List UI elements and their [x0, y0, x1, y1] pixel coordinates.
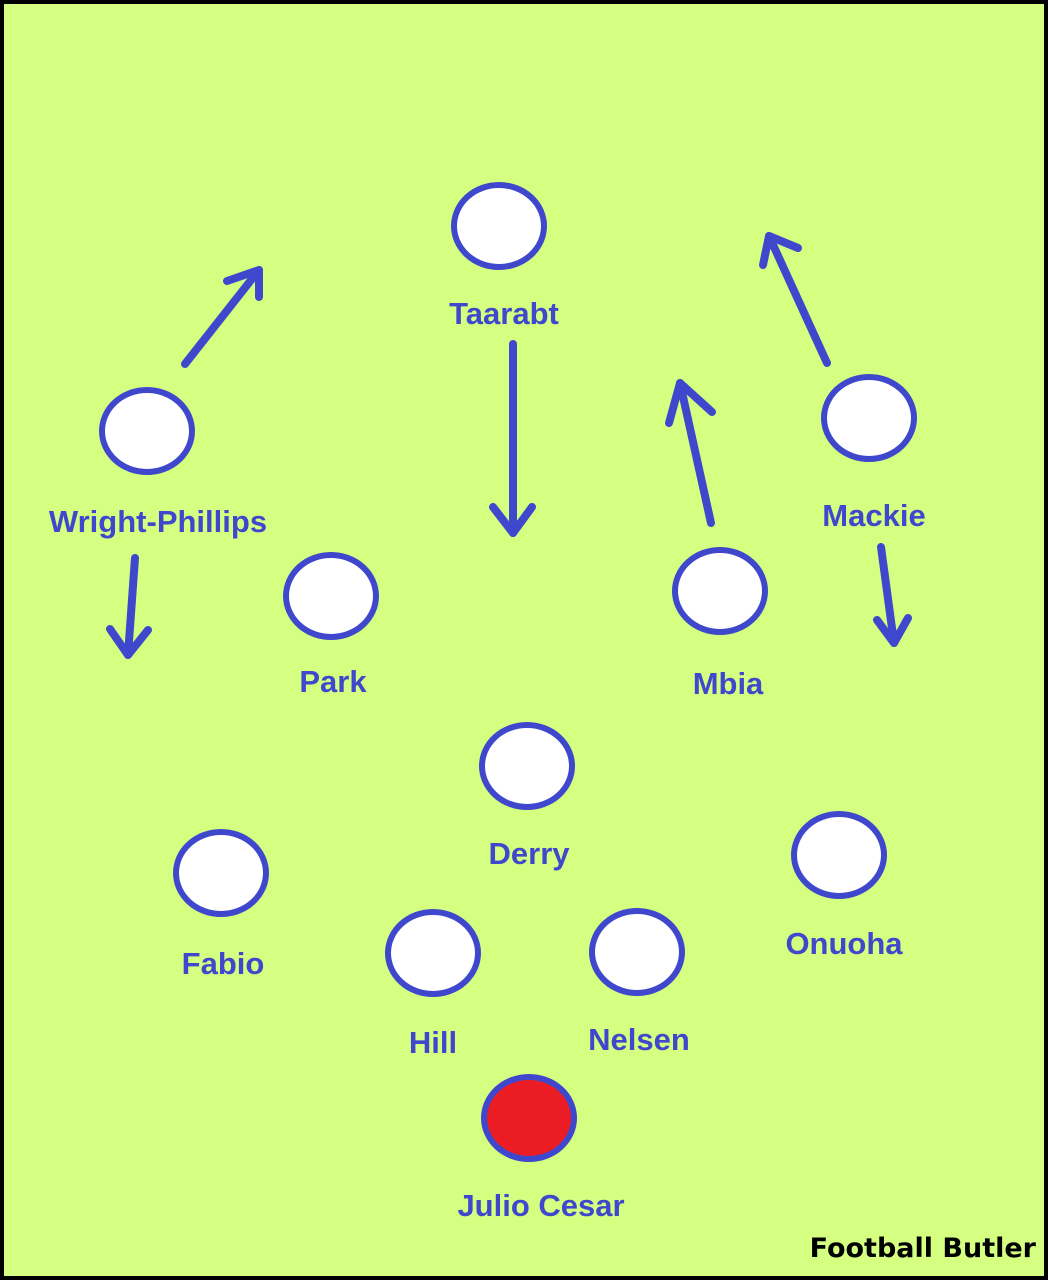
arrow-head: [759, 232, 802, 269]
player-marker: [672, 547, 768, 635]
arrow-head: [223, 266, 263, 301]
player-julio-cesar: Julio Cesar: [457, 1074, 625, 1223]
arrow-head: [489, 503, 536, 537]
player-onuoha: Onuoha: [785, 811, 903, 961]
player-marker: [821, 374, 917, 462]
player-marker: [385, 909, 481, 997]
player-mackie: Mackie: [821, 374, 926, 533]
player-marker: [99, 387, 195, 475]
arrow-head: [106, 625, 152, 659]
player-name-label: Park: [299, 664, 367, 699]
player-hill: Hill: [385, 909, 481, 1060]
arrow-taarabt-back-icon: [489, 340, 536, 537]
arrow-shaft: [877, 543, 898, 647]
player-name-label: Onuoha: [785, 926, 903, 961]
player-name-label: Wright-Phillips: [49, 504, 267, 539]
player-derry: Derry: [479, 722, 575, 871]
player-marker: [589, 908, 685, 996]
arrow-wright-phillips-forward-icon: [181, 266, 263, 368]
player-park: Park: [283, 552, 379, 699]
watermark-text: Football Butler: [810, 1233, 1037, 1264]
player-marker: [173, 829, 269, 917]
arrow-head: [665, 379, 716, 427]
player-name-label: Taarabt: [449, 296, 559, 331]
arrow-shaft: [124, 554, 139, 659]
player-mbia: Mbia: [672, 547, 768, 701]
arrow-mackie-forward-icon: [759, 232, 831, 367]
player-wright-phillips: Wright-Phillips: [49, 387, 267, 539]
player-marker: [479, 722, 575, 810]
arrow-head: [873, 614, 912, 647]
player-fabio: Fabio: [173, 829, 269, 981]
player-name-label: Julio Cesar: [457, 1188, 624, 1223]
player-name-label: Mackie: [822, 498, 925, 533]
player-marker: [791, 811, 887, 899]
player-taarabt: Taarabt: [449, 182, 559, 331]
movement-arrows: [106, 232, 912, 659]
player-marker: [283, 552, 379, 640]
player-nelsen: Nelsen: [588, 908, 690, 1057]
arrow-wright-phillips-back-icon: [106, 554, 152, 659]
arrow-mbia-forward-icon: [665, 379, 716, 527]
goalkeeper-marker: [481, 1074, 577, 1162]
player-marker: [451, 182, 547, 270]
arrow-mackie-back-icon: [873, 543, 912, 647]
player-name-label: Hill: [409, 1025, 457, 1060]
player-name-label: Mbia: [693, 666, 764, 701]
player-name-label: Fabio: [182, 946, 265, 981]
arrow-shaft: [765, 232, 831, 367]
player-name-label: Nelsen: [588, 1022, 690, 1057]
arrow-shaft: [181, 266, 263, 368]
player-name-label: Derry: [489, 836, 571, 871]
arrow-shaft: [676, 379, 715, 527]
